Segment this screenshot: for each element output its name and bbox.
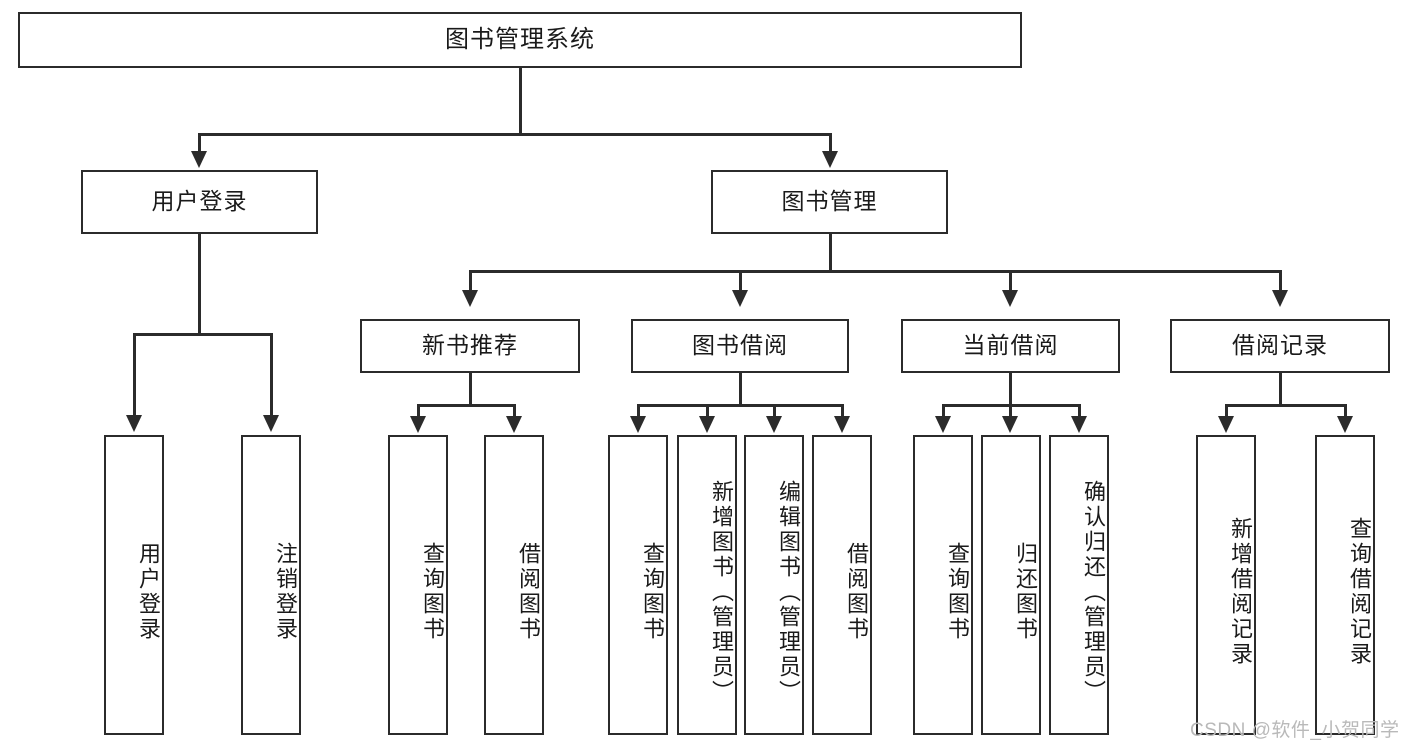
edge-bookborrow-drop-4 <box>841 404 844 418</box>
leaf-currentborrow-return-book[interactable]: 归还图书 <box>981 435 1041 735</box>
arrow-to-user-login <box>191 151 207 168</box>
leaf-currentborrow-confirm-return[interactable]: 确认归还（管理员） <box>1049 435 1109 735</box>
leaf-newbook-query-book[interactable]: 查询图书 <box>388 435 448 735</box>
edge-bookborrow-drop-3 <box>773 404 776 418</box>
edge-bookmgmt-bus <box>469 270 1281 273</box>
arrow-to-currentborrow-return <box>1002 416 1018 433</box>
edge-newbook-stem <box>469 373 472 406</box>
node-label: 图书借阅 <box>692 332 788 359</box>
node-root-system[interactable]: 图书管理系统 <box>18 12 1022 68</box>
arrow-to-book-manage <box>822 151 838 168</box>
arrow-to-borrowrecord-query <box>1337 416 1353 433</box>
arrow-to-bookborrow-add <box>699 416 715 433</box>
edge-newbook-drop-2 <box>513 404 516 418</box>
arrow-to-borrowrecord-add <box>1218 416 1234 433</box>
node-label: 归还图书 <box>1013 542 1038 642</box>
watermark-text: CSDN @软件_小贺同学 <box>1190 720 1400 741</box>
edge-newbook-drop-1 <box>417 404 420 418</box>
edge-root-bus <box>198 133 832 136</box>
leaf-bookborrow-edit-book[interactable]: 编辑图书（管理员） <box>744 435 804 735</box>
node-label: 查询图书 <box>945 542 970 642</box>
leaf-bookborrow-query-book[interactable]: 查询图书 <box>608 435 668 735</box>
arrow-to-bookborrow-query <box>630 416 646 433</box>
edge-currentborrow-drop-3 <box>1078 404 1081 418</box>
leaf-borrowrecord-query-record[interactable]: 查询借阅记录 <box>1315 435 1375 735</box>
arrow-to-currentborrow-confirm <box>1071 416 1087 433</box>
node-label: 借阅图书 <box>844 542 869 642</box>
arrow-to-bookborrow-edit <box>766 416 782 433</box>
edge-bookborrow-drop-1 <box>637 404 640 418</box>
node-label: 新书推荐 <box>422 332 518 359</box>
leaf-bookborrow-borrow-book[interactable]: 借阅图书 <box>812 435 872 735</box>
node-label: 当前借阅 <box>962 332 1059 359</box>
arrow-to-borrow-record <box>1272 290 1288 307</box>
edge-root-drop-left <box>198 133 201 153</box>
node-label: 新增图书（管理员） <box>709 479 734 705</box>
leaf-borrowrecord-add-record[interactable]: 新增借阅记录 <box>1196 435 1256 735</box>
edge-bookmgmt-drop-1 <box>469 270 472 292</box>
edge-userlogin-bus <box>133 333 272 336</box>
edge-userlogin-stem <box>198 234 201 335</box>
arrow-to-current-borrow <box>1002 290 1018 307</box>
edge-bookborrow-bus <box>637 404 844 407</box>
node-label: 借阅图书 <box>516 542 541 642</box>
node-book-management[interactable]: 图书管理 <box>711 170 948 234</box>
edge-borrowrecord-drop-2 <box>1344 404 1347 418</box>
edge-borrowrecord-bus <box>1225 404 1346 407</box>
edge-root-drop-right <box>829 133 832 153</box>
edge-currentborrow-drop-2 <box>1009 404 1012 418</box>
arrow-to-bookborrow-borrow <box>834 416 850 433</box>
leaf-currentborrow-query-book[interactable]: 查询图书 <box>913 435 973 735</box>
node-label: 新增借阅记录 <box>1228 517 1253 667</box>
node-label: 图书管理 <box>781 188 878 215</box>
leaf-logout[interactable]: 注销登录 <box>241 435 301 735</box>
node-label: 用户登录 <box>136 542 161 642</box>
arrow-to-new-book-recommend <box>462 290 478 307</box>
arrow-to-user-login-leaf <box>126 415 142 432</box>
node-borrow-record[interactable]: 借阅记录 <box>1170 319 1390 373</box>
edge-bookmgmt-drop-2 <box>739 270 742 292</box>
leaf-user-login[interactable]: 用户登录 <box>104 435 164 735</box>
node-label: 编辑图书（管理员） <box>776 479 801 705</box>
node-current-borrow[interactable]: 当前借阅 <box>901 319 1120 373</box>
edge-currentborrow-drop-1 <box>942 404 945 418</box>
arrow-to-currentborrow-query <box>935 416 951 433</box>
arrow-to-logout-leaf <box>263 415 279 432</box>
edge-root-stem <box>519 68 522 135</box>
node-label: 确认归还（管理员） <box>1081 479 1106 705</box>
csdn-watermark: CSDN @软件_小贺同学 <box>1190 715 1399 742</box>
leaf-newbook-borrow-book[interactable]: 借阅图书 <box>484 435 544 735</box>
edge-newbook-bus <box>417 404 515 407</box>
edge-bookmgmt-drop-3 <box>1009 270 1012 292</box>
leaf-bookborrow-add-book[interactable]: 新增图书（管理员） <box>677 435 737 735</box>
node-label: 查询图书 <box>420 542 445 642</box>
node-book-borrow[interactable]: 图书借阅 <box>631 319 849 373</box>
arrow-to-newbook-query <box>410 416 426 433</box>
edge-borrowrecord-drop-1 <box>1225 404 1228 418</box>
node-user-login[interactable]: 用户登录 <box>81 170 318 234</box>
node-label: 查询借阅记录 <box>1347 517 1372 667</box>
node-new-book-recommend[interactable]: 新书推荐 <box>360 319 580 373</box>
edge-bookborrow-drop-2 <box>706 404 709 418</box>
edge-currentborrow-stem <box>1009 373 1012 406</box>
node-label: 注销登录 <box>273 542 298 642</box>
arrow-to-book-borrow <box>732 290 748 307</box>
edge-bookmgmt-stem <box>829 234 832 272</box>
node-label: 查询图书 <box>640 542 665 642</box>
node-label: 图书管理系统 <box>445 25 595 53</box>
edge-bookmgmt-drop-4 <box>1279 270 1282 292</box>
edge-currentborrow-bus <box>942 404 1081 407</box>
edge-userlogin-drop-1 <box>133 333 136 417</box>
edge-borrowrecord-stem <box>1279 373 1282 406</box>
edge-bookborrow-stem <box>739 373 742 406</box>
node-label: 用户登录 <box>151 188 248 215</box>
arrow-to-newbook-borrow <box>506 416 522 433</box>
node-label: 借阅记录 <box>1232 332 1328 359</box>
edge-userlogin-drop-2 <box>270 333 273 417</box>
